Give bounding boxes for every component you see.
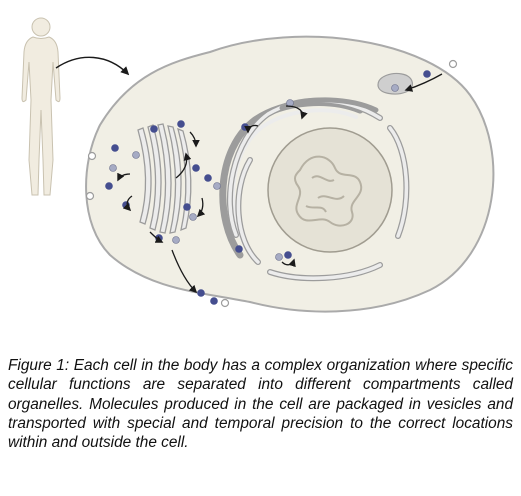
membrane-pores <box>85 59 458 308</box>
figure-caption: Figure 1: Each cell in the body has a co… <box>8 357 513 452</box>
small-organelle <box>377 72 413 95</box>
chromatin <box>293 155 363 227</box>
entry-arrow <box>55 56 130 76</box>
endoplasmic-reticulum <box>219 97 410 282</box>
cell-diagram <box>21 17 495 313</box>
nucleus <box>267 127 393 253</box>
transport-arrows <box>117 73 443 294</box>
human-silhouette-icon <box>21 17 61 196</box>
vesicles-light <box>109 99 294 261</box>
